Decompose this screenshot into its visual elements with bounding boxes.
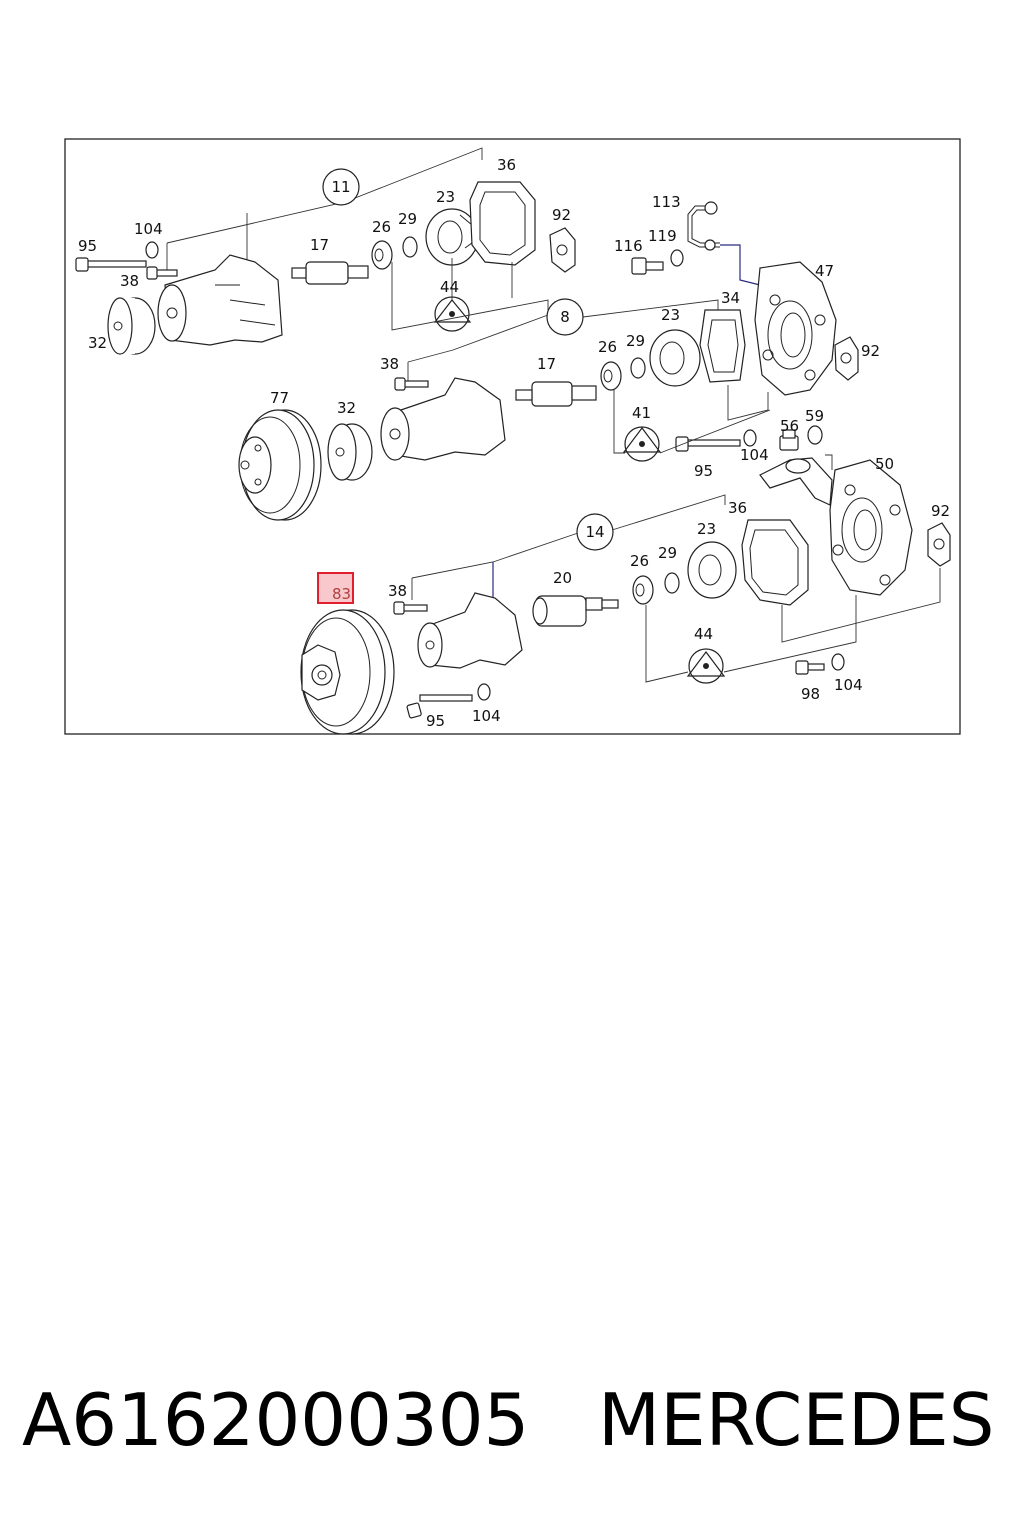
pump-assembly-8 xyxy=(238,299,771,521)
part-label[interactable]: 113 xyxy=(652,193,681,211)
part-label[interactable]: 26 xyxy=(598,338,617,356)
part-label[interactable]: 17 xyxy=(310,236,329,254)
part-label[interactable]: 44 xyxy=(694,625,713,643)
part-label[interactable]: 26 xyxy=(372,218,391,236)
part-label[interactable]: 95 xyxy=(426,712,445,730)
part-label[interactable]: 104 xyxy=(740,446,769,464)
part-label[interactable]: 41 xyxy=(632,404,651,422)
part-label[interactable]: 56 xyxy=(780,417,799,435)
part-label[interactable]: 32 xyxy=(337,399,356,417)
exploded-parts-diagram: 11 xyxy=(64,138,961,735)
part-label[interactable]: 92 xyxy=(552,206,571,224)
part-label[interactable]: 77 xyxy=(270,389,289,407)
part-label[interactable]: 29 xyxy=(398,210,417,228)
part-label[interactable]: 36 xyxy=(728,499,747,517)
part-label[interactable]: 92 xyxy=(861,342,880,360)
pump-assembly-11 xyxy=(75,147,576,355)
part-label[interactable]: 119 xyxy=(648,227,677,245)
part-label[interactable]: 95 xyxy=(78,237,97,255)
part-label[interactable]: 36 xyxy=(497,156,516,174)
part-label[interactable]: 23 xyxy=(697,520,716,538)
part-label[interactable]: 104 xyxy=(134,220,163,238)
part-label[interactable]: 95 xyxy=(694,462,713,480)
part-label[interactable]: 29 xyxy=(626,332,645,350)
part-label[interactable]: 50 xyxy=(875,455,894,473)
footer: A6162000305 MERCEDES xyxy=(0,1370,1024,1470)
part-label[interactable]: 23 xyxy=(436,188,455,206)
part-label[interactable]: 104 xyxy=(472,707,501,725)
housing-47 xyxy=(631,201,859,396)
part-label[interactable]: 98 xyxy=(801,685,820,703)
group-callout-8: 8 xyxy=(560,308,570,326)
part-label[interactable]: 23 xyxy=(661,306,680,324)
part-label[interactable]: 116 xyxy=(614,237,643,255)
part-label[interactable]: 17 xyxy=(537,355,556,373)
part-label[interactable]: 38 xyxy=(120,272,139,290)
part-label[interactable]: 38 xyxy=(388,582,407,600)
part-label[interactable]: 26 xyxy=(630,552,649,570)
part-label[interactable]: 20 xyxy=(553,569,572,587)
part-label[interactable]: 34 xyxy=(721,289,740,307)
part-label[interactable]: 59 xyxy=(805,407,824,425)
brand-name: MERCEDES xyxy=(598,1378,995,1462)
part-label[interactable]: 32 xyxy=(88,334,107,352)
housing-50 xyxy=(759,425,951,596)
part-label-83[interactable]: 83 xyxy=(332,585,351,603)
pump-assembly-14 xyxy=(300,494,941,735)
part-label[interactable]: 92 xyxy=(931,502,950,520)
highlight-box-83 xyxy=(317,572,354,604)
part-label[interactable]: 47 xyxy=(815,262,834,280)
part-label[interactable]: 104 xyxy=(834,676,863,694)
part-label[interactable]: 44 xyxy=(440,278,459,296)
group-callout-11: 11 xyxy=(331,178,350,196)
part-label[interactable]: 29 xyxy=(658,544,677,562)
part-label[interactable]: 38 xyxy=(380,355,399,373)
part-number: A6162000305 xyxy=(22,1378,530,1462)
group-callout-14: 14 xyxy=(585,523,604,541)
